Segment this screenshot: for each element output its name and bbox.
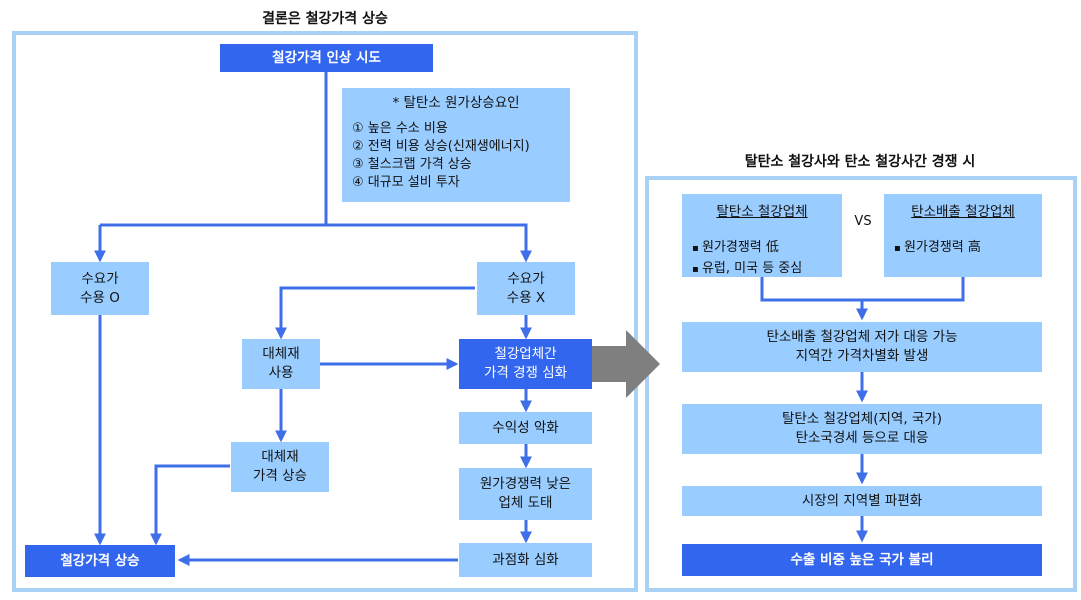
- node-carbon-emitting-steelmaker: 탄소배출 철강업체 원가경쟁력 高: [884, 194, 1042, 277]
- node-export-countries-disadvantage: 수출 비중 높은 국가 불리: [682, 544, 1042, 576]
- list-item: 원가경쟁력 低: [692, 238, 832, 259]
- left-panel-title: 결론은 철강가격 상승: [262, 11, 388, 27]
- node-demand-accept: 수요가 수용 O: [51, 262, 149, 315]
- node-carbon-border-tax-response: 탈탄소 철강업체(지역, 국가) 탄소국경세 등으로 대응: [682, 404, 1042, 454]
- node-oligopoly-deepening: 과점화 심화: [459, 543, 592, 577]
- node-demand-reject: 수요가 수용 X: [477, 262, 575, 315]
- note-item: ② 전력 비용 상승(신재생에너지): [352, 139, 530, 154]
- note-item: ③ 철스크랩 가격 상승: [352, 157, 472, 172]
- node-substitute-use: 대체재 사용: [242, 339, 320, 389]
- node-market-fragmentation: 시장의 지역별 파편화: [682, 486, 1042, 516]
- node-substitute-price-rise: 대체재 가격 상승: [231, 442, 329, 492]
- note-item: ① 높은 수소 비용: [352, 121, 448, 136]
- node-profitability-decline: 수익성 악화: [459, 412, 592, 444]
- connector-to-accept: [100, 223, 326, 260]
- node-price-competition: 철강업체간 가격 경쟁 심화: [459, 339, 592, 389]
- vs-label: VS: [854, 214, 872, 229]
- note-decarbonization-cost-factors: * 탈탄소 원가상승요인 ① 높은 수소 비용 ② 전력 비용 상승(신재생에너…: [342, 88, 570, 202]
- connector-reject-to-substitute: [275, 286, 475, 340]
- connector-subprice-to-result: [150, 464, 230, 546]
- list-item: 유럽, 미국 등 중심: [692, 259, 832, 280]
- big-arrow: [592, 330, 660, 398]
- node-decarbonized-steelmaker: 탈탄소 철강업체 원가경쟁력 低 유럽, 미국 등 중심: [682, 194, 842, 277]
- list-item: 원가경쟁력 高: [894, 238, 1032, 259]
- note-heading: * 탈탄소 원가상승요인: [392, 95, 520, 111]
- node-weak-firms-exit: 원가경쟁력 낮은 업체 도태: [459, 468, 592, 520]
- connector-to-reject: [326, 223, 532, 263]
- right-panel-title: 탈탄소 철강사와 탄소 철강사간 경쟁 시: [744, 154, 976, 170]
- node-steel-price-rise: 철강가격 상승: [25, 545, 175, 577]
- connector-corps-merge: [760, 277, 965, 318]
- note-item: ④ 대규모 설비 투자: [352, 175, 460, 190]
- node-low-price-response: 탄소배출 철강업체 저가 대응 가능 지역간 가격차별화 발생: [682, 322, 1042, 372]
- node-price-increase-attempt: 철강가격 인상 시도: [220, 44, 433, 72]
